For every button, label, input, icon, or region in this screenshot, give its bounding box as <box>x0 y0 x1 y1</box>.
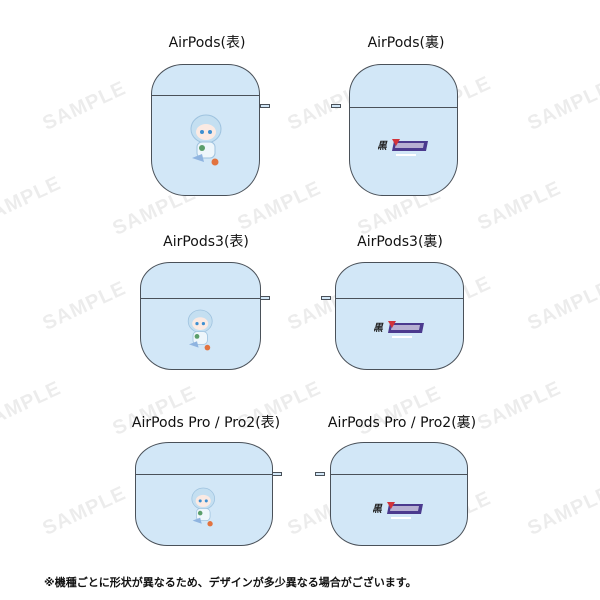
item-title-airpods3-front: AirPods3(表) <box>163 234 249 250</box>
series-logo: 黒 <box>374 321 424 338</box>
character-illustration <box>191 487 216 527</box>
strap-hook <box>260 104 270 108</box>
character-illustration <box>190 114 222 166</box>
item-title-airpods-pro-front: AirPods Pro / Pro2(表) <box>131 415 281 431</box>
watermark: SAMPLE <box>524 277 600 335</box>
item-title-airpods3-back: AirPods3(裏) <box>357 234 443 250</box>
watermark: SAMPLE <box>474 377 565 435</box>
strap-hook <box>260 296 270 300</box>
svg-text:黒: 黒 <box>378 140 389 152</box>
airpods3-case-front <box>140 262 261 370</box>
airpods3-case-back: 黒 <box>335 262 464 370</box>
strap-hook <box>315 472 325 476</box>
watermark: SAMPLE <box>524 482 600 540</box>
watermark: SAMPLE <box>0 172 65 230</box>
svg-text:黒: 黒 <box>374 322 385 334</box>
watermark: SAMPLE <box>0 377 65 435</box>
series-logo: 黒 <box>373 502 423 519</box>
series-logo: 黒 <box>378 139 428 156</box>
item-title-airpods-front: AirPods(表) <box>168 35 246 51</box>
airpods-case-back: 黒 <box>349 64 458 196</box>
watermark: SAMPLE <box>474 177 565 235</box>
airpods-pro-case-front <box>135 442 273 546</box>
watermark: SAMPLE <box>39 77 130 135</box>
watermark: SAMPLE <box>524 77 600 135</box>
svg-text:黒: 黒 <box>373 503 384 515</box>
item-title-airpods-back: AirPods(裏) <box>367 35 445 51</box>
airpods-pro-case-back: 黒 <box>330 442 468 546</box>
strap-hook <box>331 104 341 108</box>
airpods-case-front <box>151 64 260 196</box>
watermark: SAMPLE <box>39 277 130 335</box>
strap-hook <box>272 472 282 476</box>
footnote: ※機種ごとに形状が異なるため、デザインが多少異なる場合がございます。 <box>44 576 417 589</box>
strap-hook <box>321 296 331 300</box>
character-illustration <box>187 309 213 351</box>
item-title-airpods-pro-back: AirPods Pro / Pro2(裏) <box>327 415 477 431</box>
watermark: SAMPLE <box>39 482 130 540</box>
